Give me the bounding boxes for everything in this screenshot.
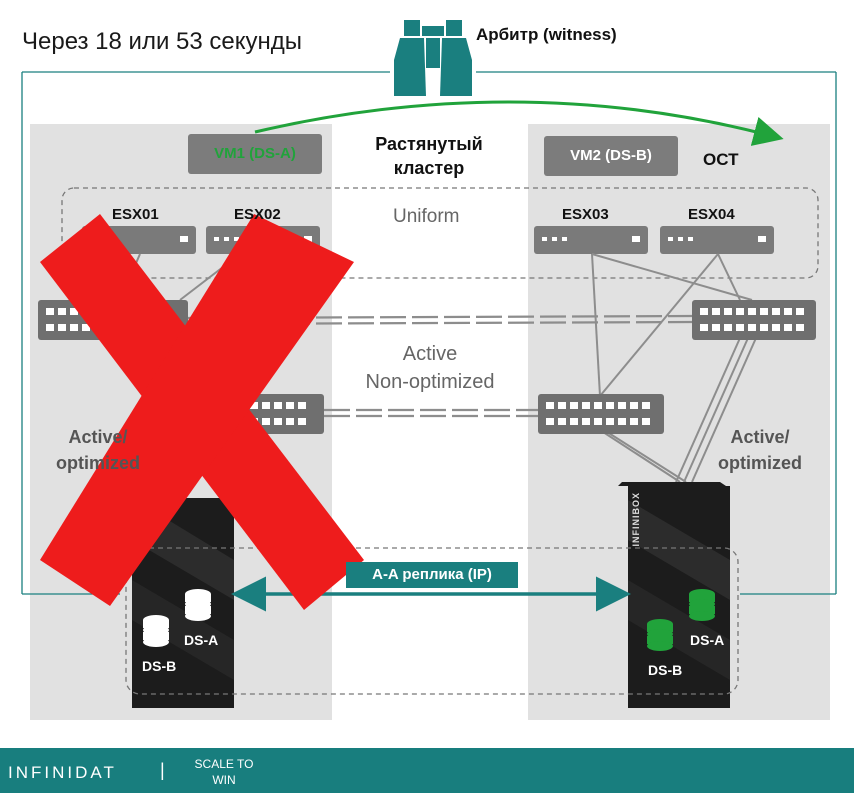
middle-path-label: Active Non-optimized bbox=[340, 340, 520, 396]
infinibox-b bbox=[618, 482, 730, 708]
binoculars-icon bbox=[394, 20, 472, 96]
uniform-cluster-box bbox=[61, 187, 819, 279]
witness-label: Арбитр (witness) bbox=[476, 25, 617, 44]
cluster-label: Растянутый кластер bbox=[356, 132, 502, 180]
ds-a-label-site-b: DS-A bbox=[690, 632, 725, 648]
vm-migration-arrow bbox=[254, 100, 784, 146]
site-a-path-line2: optimized bbox=[56, 453, 140, 473]
esx04-host bbox=[660, 226, 774, 254]
site-b-cabling bbox=[591, 253, 757, 483]
vm2-box: VM2 (DS-B) bbox=[544, 136, 678, 176]
site-a-path-label: Active/ optimized bbox=[40, 424, 156, 476]
page-title: Через 18 или 53 секунды bbox=[22, 28, 303, 55]
footer-brand: INFINIDAT bbox=[8, 763, 117, 782]
infinibox-brand: INFINIBOX bbox=[631, 492, 641, 547]
esx02-label: ESX02 bbox=[234, 206, 281, 223]
site-a-path-line1: Active/ bbox=[68, 427, 128, 447]
esx03-label: ESX03 bbox=[562, 206, 609, 223]
ds-a-icon-site-b bbox=[689, 589, 715, 621]
site-b-tag: ОСТ bbox=[703, 150, 739, 169]
esx01-label: ESX01 bbox=[112, 206, 159, 223]
ds-b-icon-site-b bbox=[647, 619, 673, 651]
site-b-path-label: Active/ optimized bbox=[702, 424, 818, 476]
ds-b-label-site-b: DS-B bbox=[648, 662, 683, 678]
footer-separator: | bbox=[160, 760, 165, 780]
red-x-icon bbox=[40, 214, 364, 610]
vm1-box: VM1 (DS-A) bbox=[188, 134, 322, 174]
footer-bar bbox=[0, 748, 854, 793]
switch-b-top bbox=[692, 300, 816, 340]
footer-tagline-line1: SCALE TO bbox=[194, 757, 254, 771]
footer-tagline: SCALE TO WIN bbox=[186, 756, 262, 788]
ds-b-icon-site-a bbox=[143, 615, 169, 647]
cluster-label-line1: Растянутый bbox=[375, 134, 483, 154]
middle-path-line2: Non-optimized bbox=[365, 371, 495, 393]
storage-enclosure bbox=[125, 547, 739, 695]
esx03-host bbox=[534, 226, 648, 254]
site-b-path-line1: Active/ bbox=[730, 427, 790, 447]
cluster-label-line2: кластер bbox=[393, 158, 465, 178]
site-b-path-line2: optimized bbox=[718, 453, 802, 473]
middle-path-line1: Active bbox=[402, 343, 458, 365]
ds-b-label-site-a: DS-B bbox=[142, 658, 177, 674]
footer-tagline-line2: WIN bbox=[212, 773, 236, 787]
esx04-label: ESX04 bbox=[688, 206, 735, 223]
uniform-label: Uniform bbox=[393, 206, 460, 227]
ds-a-label-site-a: DS-A bbox=[184, 632, 219, 648]
switch-b-bottom bbox=[538, 394, 664, 434]
ds-a-icon-site-a bbox=[185, 589, 211, 621]
replica-label: A-A реплика (IP) bbox=[346, 562, 518, 588]
